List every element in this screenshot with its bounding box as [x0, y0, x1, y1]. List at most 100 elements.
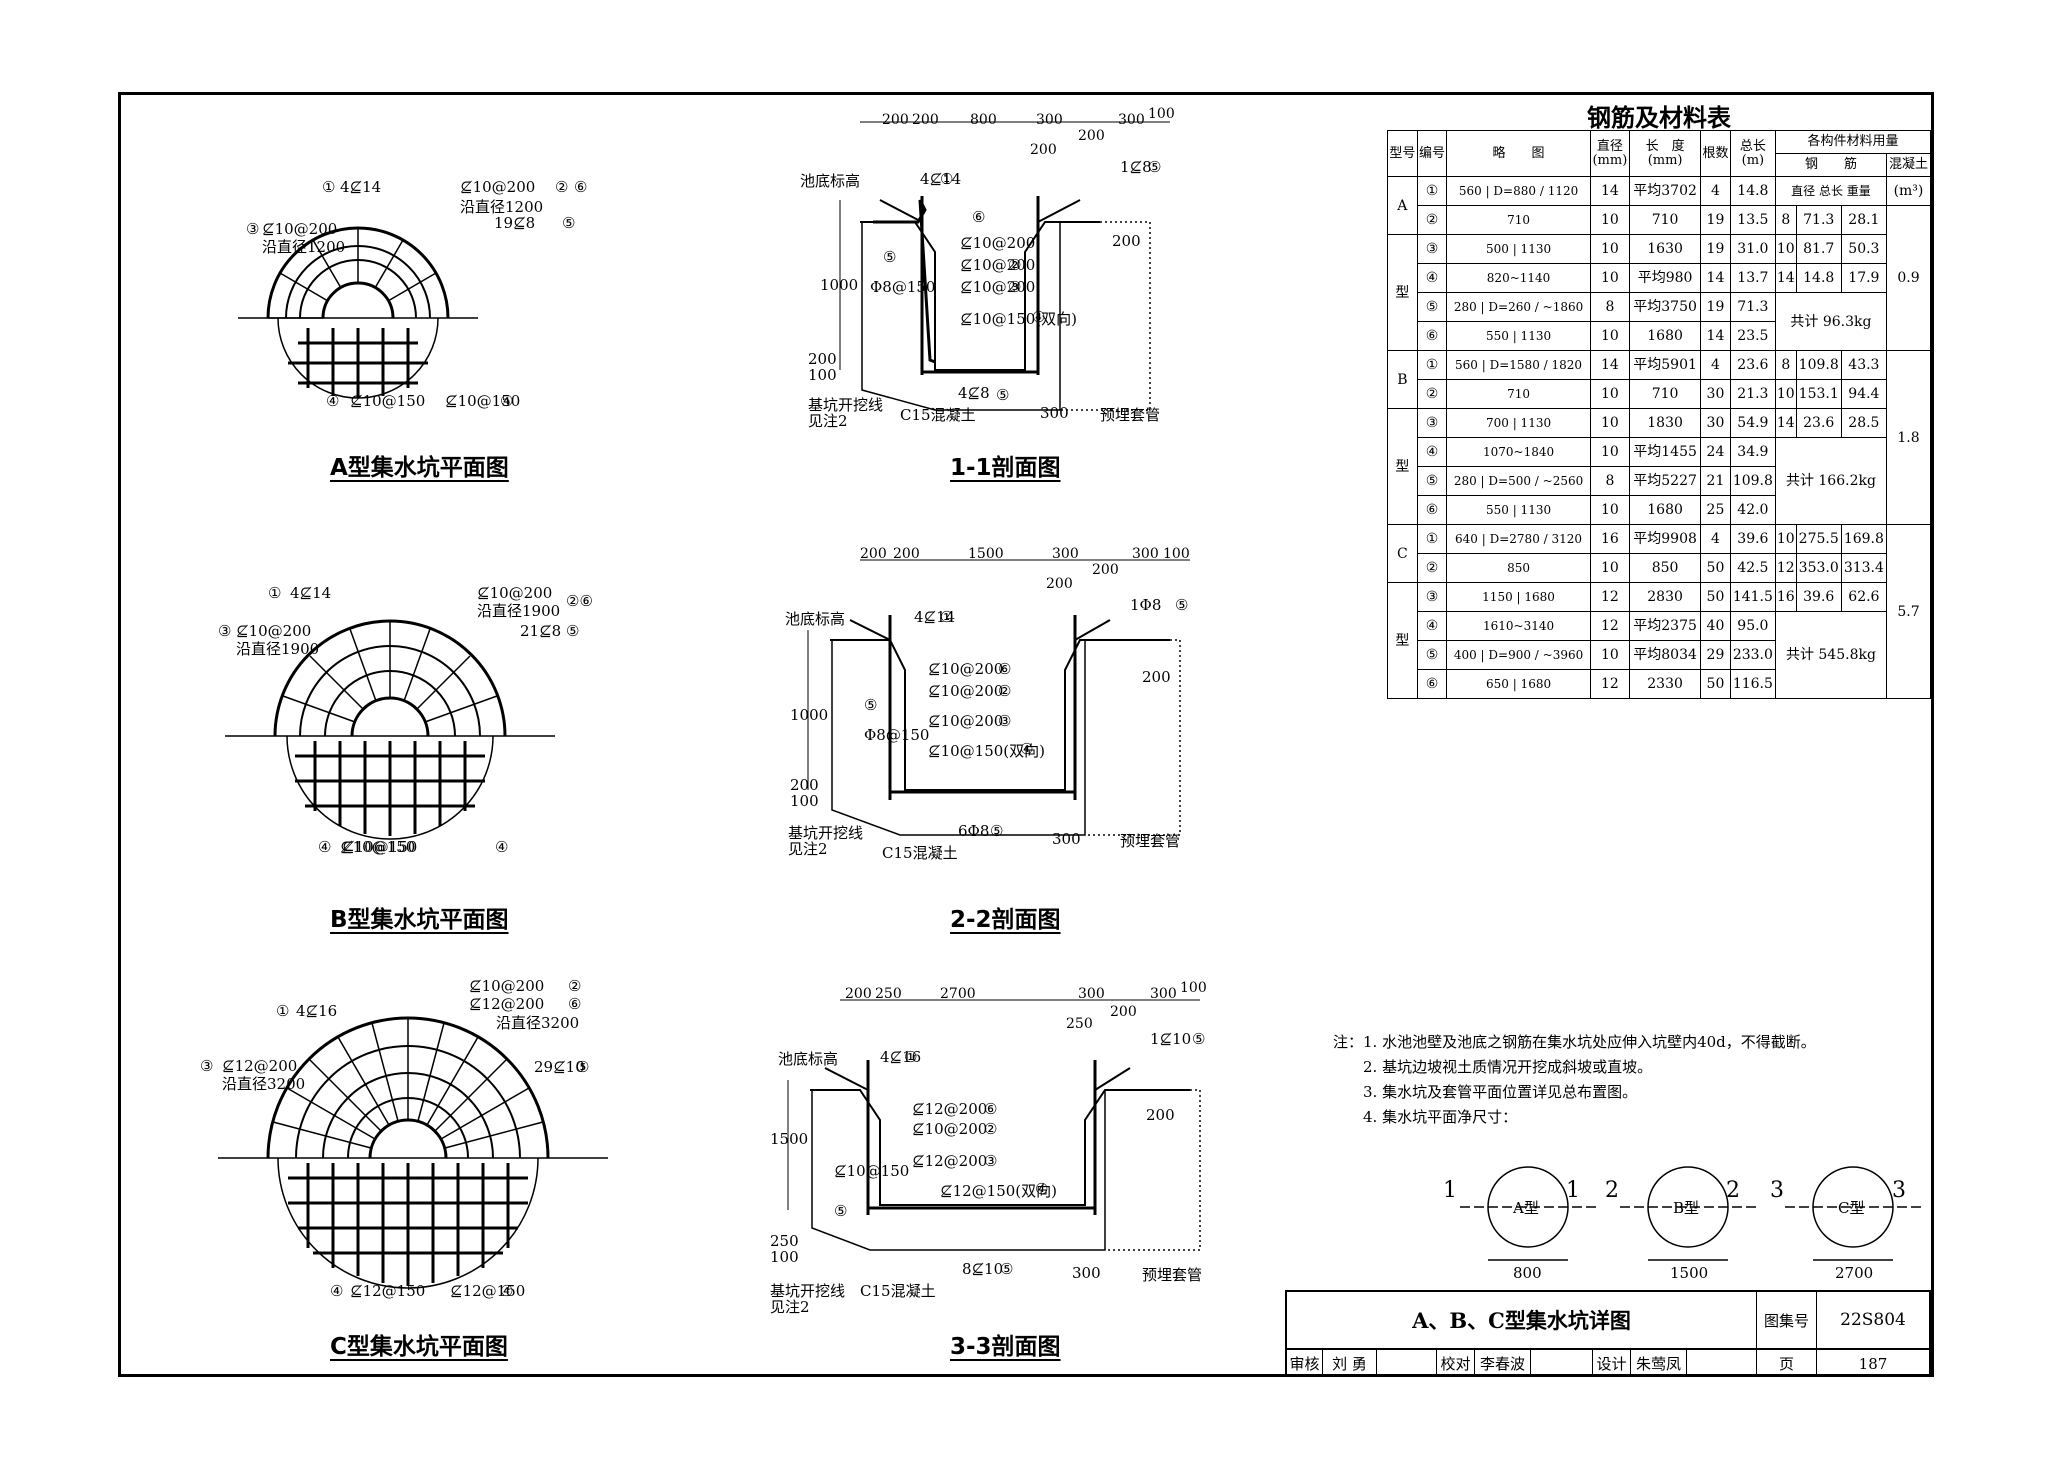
table-cell: 28.5 — [1840, 408, 1887, 438]
plan-a-title: A型集水坑平面图 — [330, 455, 509, 481]
note-line: 2. 基坑边坡视土质情况开挖成斜坡或直坡。 — [1333, 1058, 1653, 1076]
sec-3-label: ② — [984, 1120, 998, 1138]
sec-3-dimension: 300 — [1150, 986, 1177, 1002]
table-cell: 4 — [1700, 176, 1731, 206]
table-cell: 14 — [1774, 263, 1797, 293]
plan-b-label: ⊈10@150 — [340, 838, 416, 856]
designer: 朱莺凤 — [1631, 1350, 1687, 1377]
plan-a-label: 沿直径1200 — [460, 198, 544, 216]
sec-3-label: ⑥ — [984, 1100, 998, 1118]
table-cell: 1630 — [1629, 234, 1702, 264]
plan-a-label: 4⊈14 — [340, 178, 382, 196]
table-cell: 95.0 — [1729, 611, 1776, 641]
plan-a-label: ⊈10@150 — [350, 392, 426, 410]
sec-1-label: ⑤ — [1148, 158, 1162, 176]
plan-a-label: ③ — [246, 220, 260, 238]
sec-3-label: 池底标高 — [778, 1050, 839, 1068]
sec-2-label: 见注2 — [788, 840, 828, 858]
sec-1-label: ③ — [1008, 278, 1022, 296]
sec-1-label: 预埋套管 — [1100, 406, 1161, 424]
table-cell: 30 — [1700, 379, 1731, 409]
table-cell: 1150 | 1680 — [1446, 582, 1591, 612]
table-cell: 2330 — [1629, 669, 1702, 699]
pit-dim: 2700 — [1835, 1264, 1874, 1282]
table-cell: 12 — [1589, 669, 1631, 699]
table-cell: 39.6 — [1795, 582, 1842, 612]
sec-2-dimension: 1500 — [968, 546, 1004, 562]
sec-2-dimension: 200 — [893, 546, 920, 562]
section-mark: 1 — [1566, 1178, 1580, 1203]
sec-3-dimension: 2700 — [940, 986, 976, 1002]
sec-3-dimension: 200 — [845, 986, 872, 1002]
table-cell: 16 — [1589, 524, 1631, 554]
table-cell: 编号 — [1416, 130, 1448, 177]
plan-c-graphic — [218, 1016, 608, 1289]
sec-3-dimension: 100 — [1180, 980, 1207, 996]
pit-dim: 800 — [1513, 1264, 1542, 1282]
sec-1-dimension: 200 — [882, 112, 909, 128]
table-cell: 19 — [1700, 234, 1731, 264]
table-cell: A — [1387, 176, 1418, 235]
table-cell: 71.3 — [1729, 292, 1776, 322]
table-cell: 21 — [1700, 466, 1731, 496]
sec-3-label: 8⊈10 — [962, 1260, 1004, 1278]
table-cell: 54.9 — [1729, 408, 1776, 438]
table-cell: 550 | 1130 — [1446, 321, 1591, 351]
plan-b-label: ④ — [495, 838, 509, 856]
table-cell: ③ — [1416, 408, 1448, 438]
sec-3-label: 4⊈16 — [880, 1048, 922, 1066]
sec-1-label: 1⊈8 — [1120, 158, 1152, 176]
table-cell: 平均3750 — [1629, 292, 1702, 322]
sec-3-dimension: 300 — [1078, 986, 1105, 1002]
table-cell: 710 — [1629, 379, 1702, 409]
sec-1-dimension: 300 — [1036, 112, 1063, 128]
sec-3-label: ① — [904, 1048, 918, 1066]
plan-c-label: ③ — [200, 1057, 214, 1075]
table-cell: 39.6 — [1729, 524, 1776, 554]
table-cell: ③ — [1416, 582, 1448, 612]
table-cell: 型号 — [1387, 130, 1418, 177]
table-cell: 12 — [1774, 553, 1797, 583]
plan-b-label: ⊈10@200 — [236, 622, 312, 640]
plan-b-label: ⊈10@150 — [342, 838, 418, 856]
table-cell: 10 — [1589, 205, 1631, 235]
sec-1-label: ⊈10@150(双向) — [960, 310, 1077, 328]
table-cell: 1680 — [1629, 321, 1702, 351]
plan-b-label: ⊈10@200 — [477, 584, 553, 602]
checker: 李春波 — [1475, 1350, 1531, 1377]
sec-3-label: ④ — [1035, 1180, 1049, 1198]
table-cell: 25 — [1700, 495, 1731, 525]
sec-2-label: 6Φ8 — [958, 822, 990, 840]
sec-2-label: 200 — [790, 776, 819, 794]
table-cell: 560 | D=880 / 1120 — [1446, 176, 1591, 206]
table-cell: 13.7 — [1729, 263, 1776, 293]
sec-1-label: C15混凝土 — [900, 406, 976, 424]
table-cell: 275.5 — [1795, 524, 1842, 554]
table-cell: 平均5901 — [1629, 350, 1702, 380]
table-cell: 62.6 — [1840, 582, 1887, 612]
plan-c-label: ⊈10@200 — [469, 977, 545, 995]
section-2-graphic — [807, 559, 1190, 836]
sec-3-label: ⑤ — [1192, 1030, 1206, 1048]
table-cell: 30 — [1700, 408, 1731, 438]
sec-1-label: 200 — [808, 350, 837, 368]
material-table: 型号编号略 图直径(mm)长 度(mm)根数总长(m)各构件材料用量钢 筋混凝土… — [1387, 130, 1932, 699]
table-cell: 14 — [1589, 350, 1631, 380]
table-cell: 1.8 — [1885, 350, 1932, 525]
table-cell: 50 — [1700, 582, 1731, 612]
sec-1-label: 基坑开挖线 — [808, 396, 884, 414]
plan-b-label: ① — [268, 584, 282, 602]
table-cell: 14 — [1700, 263, 1731, 293]
plan-b-graphic — [225, 619, 555, 840]
design-label: 设计 — [1593, 1350, 1631, 1377]
sec-1-dimension: 800 — [970, 112, 997, 128]
section-mark: 2 — [1726, 1178, 1740, 1203]
plan-c-label: ④ — [330, 1282, 344, 1300]
table-cell: 21.3 — [1729, 379, 1776, 409]
plan-c-label: ⑤ — [576, 1058, 590, 1076]
sec-2-dimension: 100 — [1163, 546, 1190, 562]
sec-3-label: ⊈12@150(双向) — [940, 1182, 1057, 1200]
pit-sketches — [1460, 1166, 1925, 1261]
plan-a-label: ⊈10@200 — [262, 220, 338, 238]
plan-c-label: 沿直径3200 — [222, 1075, 306, 1093]
